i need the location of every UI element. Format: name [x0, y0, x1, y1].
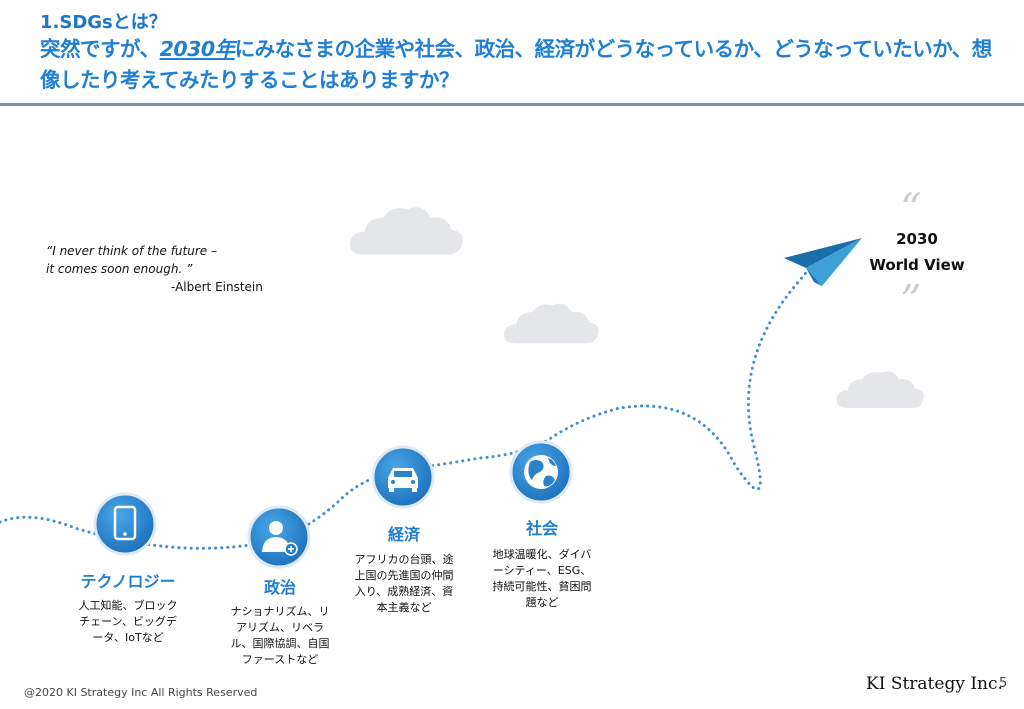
page-headline: 突然ですが、2030年にみなさまの企業や社会、政治、経済がどうなっているか、どう… [40, 34, 1000, 96]
cloud-decoration [504, 303, 599, 344]
quote-line-2: it comes soon enough. ” [46, 262, 193, 276]
footer-copyright: @2020 KI Strategy Inc All Rights Reserve… [24, 686, 258, 699]
paper-plane-icon [784, 238, 862, 286]
milestone-desc-society: 地球温暖化、ダイバーシティー、ESG、持続可能性、貧困問題など [492, 548, 592, 609]
cloud-decoration [349, 207, 463, 255]
society-circle [509, 440, 573, 504]
milestone-desc-technology: 人工知能、ブロックチェーン、ビッグデータ、IoTなど [78, 599, 178, 644]
headline-year: 2030年 [159, 37, 236, 61]
world-view-title: 2030 World View [862, 226, 972, 278]
page-number: 5 [999, 676, 1008, 691]
dotted-path [0, 248, 832, 550]
milestone-title-society: 社会 [525, 519, 559, 538]
politics-circle [247, 505, 311, 569]
footer-brand-logo: KI Strategy Inc. [866, 674, 1003, 694]
world-view-quote-open: “ [900, 184, 922, 233]
world-view-year: 2030 [896, 230, 938, 248]
globe-icon [524, 455, 558, 489]
person-add-icon [262, 521, 298, 556]
cloud-decoration [836, 371, 924, 408]
smartphone-icon [113, 505, 137, 541]
milestone-desc-economy: アフリカの台頭、途上国の先進国の仲間入り、成熟経済、資本主義など [354, 553, 454, 614]
milestone-title-politics: 政治 [263, 578, 297, 597]
headline-body: にみなさまの企業や社会、政治、経済がどうなっているか、どうなっていたいか、想像し… [40, 37, 992, 92]
milestone-title-technology: テクノロジー [80, 572, 176, 591]
technology-circle [93, 492, 157, 556]
world-view-label: World View [869, 256, 965, 274]
milestone-desc-politics: ナショナリズム、リアリズム、リベラル、国際協調、自国ファーストなど [230, 605, 330, 666]
header-divider [0, 103, 1024, 106]
car-icon [388, 468, 418, 492]
quote-line-1: “I never think of the future – [46, 244, 217, 258]
world-view-quote-close: ” [900, 276, 922, 325]
economy-circle [371, 445, 435, 509]
quote-author: -Albert Einstein [171, 280, 263, 294]
einstein-quote: “I never think of the future – it comes … [46, 242, 263, 296]
section-title: 1.SDGsとは？ [40, 12, 167, 33]
milestone-title-economy: 経済 [387, 525, 421, 544]
headline-intro: 突然ですが、 [40, 37, 160, 61]
